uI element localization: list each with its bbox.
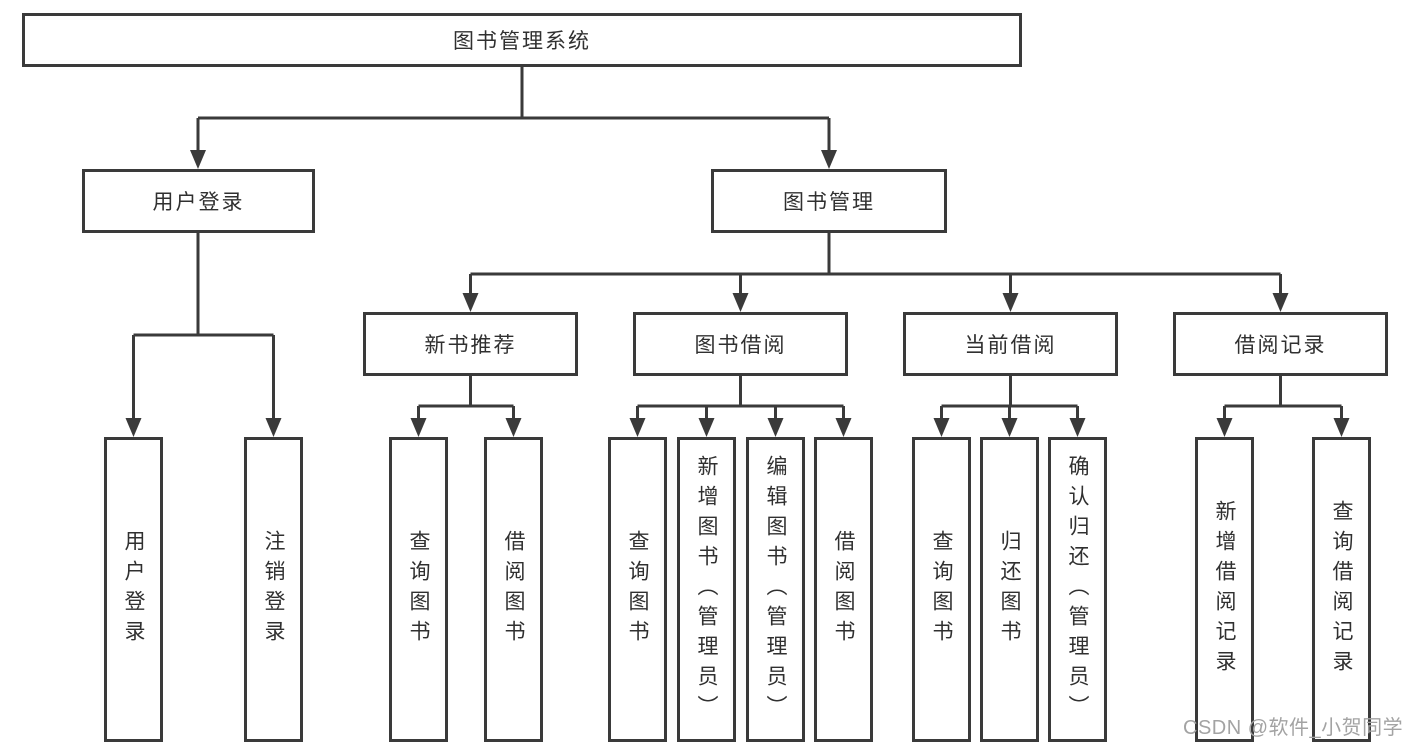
- leaf-add-book-admin: 新增图书（管理员）: [677, 437, 736, 742]
- leaf-query-books-recommend: 查询图书: [389, 437, 448, 742]
- node-label: 用户登录: [122, 529, 145, 650]
- node-library-management-system: 图书管理系统: [22, 13, 1022, 67]
- watermark: CSDN @软件_小贺同学: [1183, 717, 1404, 739]
- node-label: 借阅记录: [1234, 334, 1327, 357]
- node-label: 当前借阅: [964, 334, 1057, 357]
- node-new-book-recommendation: 新书推荐: [363, 312, 578, 376]
- node-label: 新增图书（管理员）: [695, 454, 718, 725]
- node-current-borrowing: 当前借阅: [903, 312, 1118, 376]
- node-label: 编辑图书（管理员）: [764, 454, 787, 725]
- node-label: 新增借阅记录: [1213, 499, 1236, 680]
- node-label: 借阅图书: [502, 529, 525, 650]
- node-user-login: 用户登录: [82, 169, 315, 233]
- node-book-management: 图书管理: [711, 169, 947, 233]
- leaf-confirm-return-admin: 确认归还（管理员）: [1048, 437, 1107, 742]
- leaf-borrow-books-recommend: 借阅图书: [484, 437, 543, 742]
- node-label: 图书管理系统: [453, 30, 591, 53]
- leaf-user-login: 用户登录: [104, 437, 163, 742]
- leaf-borrow-books-borrowing: 借阅图书: [814, 437, 873, 742]
- node-label: 新书推荐: [424, 334, 517, 357]
- node-book-borrowing: 图书借阅: [633, 312, 848, 376]
- node-label: 图书管理: [783, 191, 875, 214]
- node-label: 查询图书: [407, 529, 430, 650]
- node-label: 查询图书: [930, 529, 953, 650]
- leaf-query-books-borrowing: 查询图书: [608, 437, 667, 742]
- node-label: 图书借阅: [694, 334, 787, 357]
- node-label: 确认归还（管理员）: [1066, 454, 1089, 725]
- leaf-edit-book-admin: 编辑图书（管理员）: [746, 437, 805, 742]
- leaf-logout: 注销登录: [244, 437, 303, 742]
- node-label: 归还图书: [998, 529, 1021, 650]
- leaf-add-borrow-record: 新增借阅记录: [1195, 437, 1254, 742]
- node-label: 查询借阅记录: [1330, 499, 1353, 680]
- node-label: 用户登录: [152, 191, 245, 214]
- node-borrowing-records: 借阅记录: [1173, 312, 1388, 376]
- node-label: 借阅图书: [832, 529, 855, 650]
- leaf-return-books: 归还图书: [980, 437, 1039, 742]
- leaf-query-books-current: 查询图书: [912, 437, 971, 742]
- node-label: 注销登录: [262, 529, 285, 650]
- leaf-query-borrow-record: 查询借阅记录: [1312, 437, 1371, 742]
- arrowheads: [125, 150, 1350, 437]
- node-label: 查询图书: [626, 529, 649, 650]
